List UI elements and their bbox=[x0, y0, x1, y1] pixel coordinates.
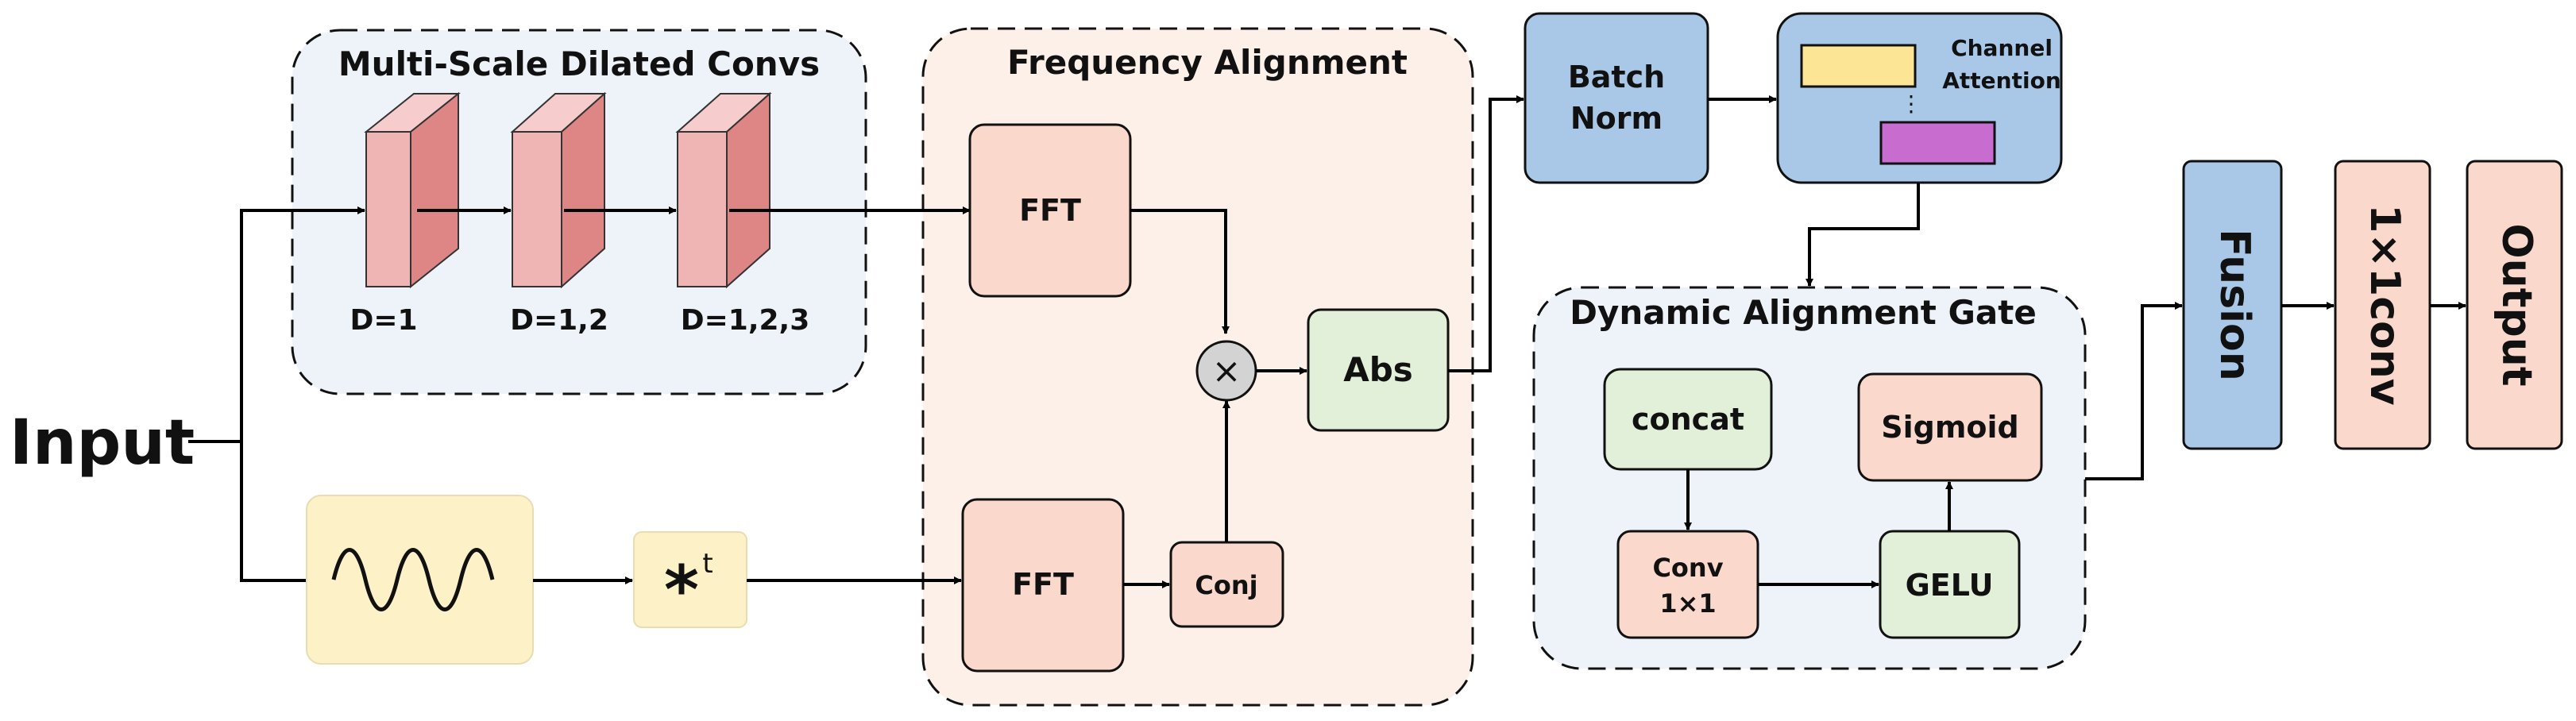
output-block bbox=[2466, 160, 2563, 450]
conv-block-2 bbox=[510, 91, 607, 289]
input-label: Input bbox=[10, 407, 195, 479]
freq-title: Frequency Alignment bbox=[1007, 43, 1408, 82]
dag-title: Dynamic Alignment Gate bbox=[1570, 293, 2037, 332]
conv-block-3 bbox=[675, 91, 772, 289]
sigmoid-label: Sigmoid bbox=[1881, 410, 2019, 445]
abs-label: Abs bbox=[1343, 350, 1413, 389]
output-label: Output bbox=[2493, 223, 2540, 386]
dilation-label-1: D=1 bbox=[350, 304, 417, 337]
fusion-label: Fusion bbox=[2211, 229, 2258, 380]
sigmoid-block bbox=[1857, 372, 2043, 482]
batch-norm-block bbox=[1524, 12, 1709, 184]
attention-dots: ⋮ bbox=[1900, 91, 1922, 117]
multiply-symbol: × bbox=[1212, 351, 1242, 391]
conv1x1-gate-block bbox=[1616, 530, 1759, 639]
batch-norm-label-line1: Batch bbox=[1568, 60, 1665, 94]
fft-bottom-label: FFT bbox=[1012, 567, 1074, 602]
conv1x1-gate-label-line2: 1×1 bbox=[1659, 588, 1716, 619]
fft-top-label: FFT bbox=[1019, 193, 1081, 228]
wavelet-block bbox=[306, 495, 534, 665]
gate-to-fusion-arrow bbox=[2085, 302, 2183, 480]
batch-norm-label-line2: Norm bbox=[1570, 101, 1663, 136]
dilation-label-2: D=1,2 bbox=[510, 304, 608, 337]
concat-label: concat bbox=[1632, 402, 1744, 437]
msdc-title: Multi-Scale Dilated Convs bbox=[338, 44, 820, 83]
conj-label: Conj bbox=[1195, 570, 1257, 600]
fft-top-to-multiply-arrow bbox=[1130, 209, 1230, 334]
conv-block-1 bbox=[364, 91, 461, 289]
conv1x1-label: 1×1conv bbox=[2361, 204, 2408, 406]
wave-icon bbox=[331, 548, 495, 611]
attention-bar-yellow bbox=[1800, 44, 1917, 88]
attention-bar-purple bbox=[1879, 121, 1996, 165]
attention-to-gate-arrow bbox=[1806, 183, 1920, 287]
channel-attention-label-line1: Channel bbox=[1951, 35, 2053, 61]
gelu-label: GELU bbox=[1906, 568, 1994, 603]
abs-to-batchnorm-arrow bbox=[1448, 95, 1524, 372]
conv1x1-gate-label-line1: Conv bbox=[1652, 553, 1723, 583]
channel-attention-label-line2: Attention bbox=[1942, 67, 2061, 94]
conv-operator-symbol: * bbox=[664, 551, 699, 629]
conv-operator-superscript: t bbox=[702, 548, 713, 580]
dilation-label-3: D=1,2,3 bbox=[681, 304, 810, 337]
